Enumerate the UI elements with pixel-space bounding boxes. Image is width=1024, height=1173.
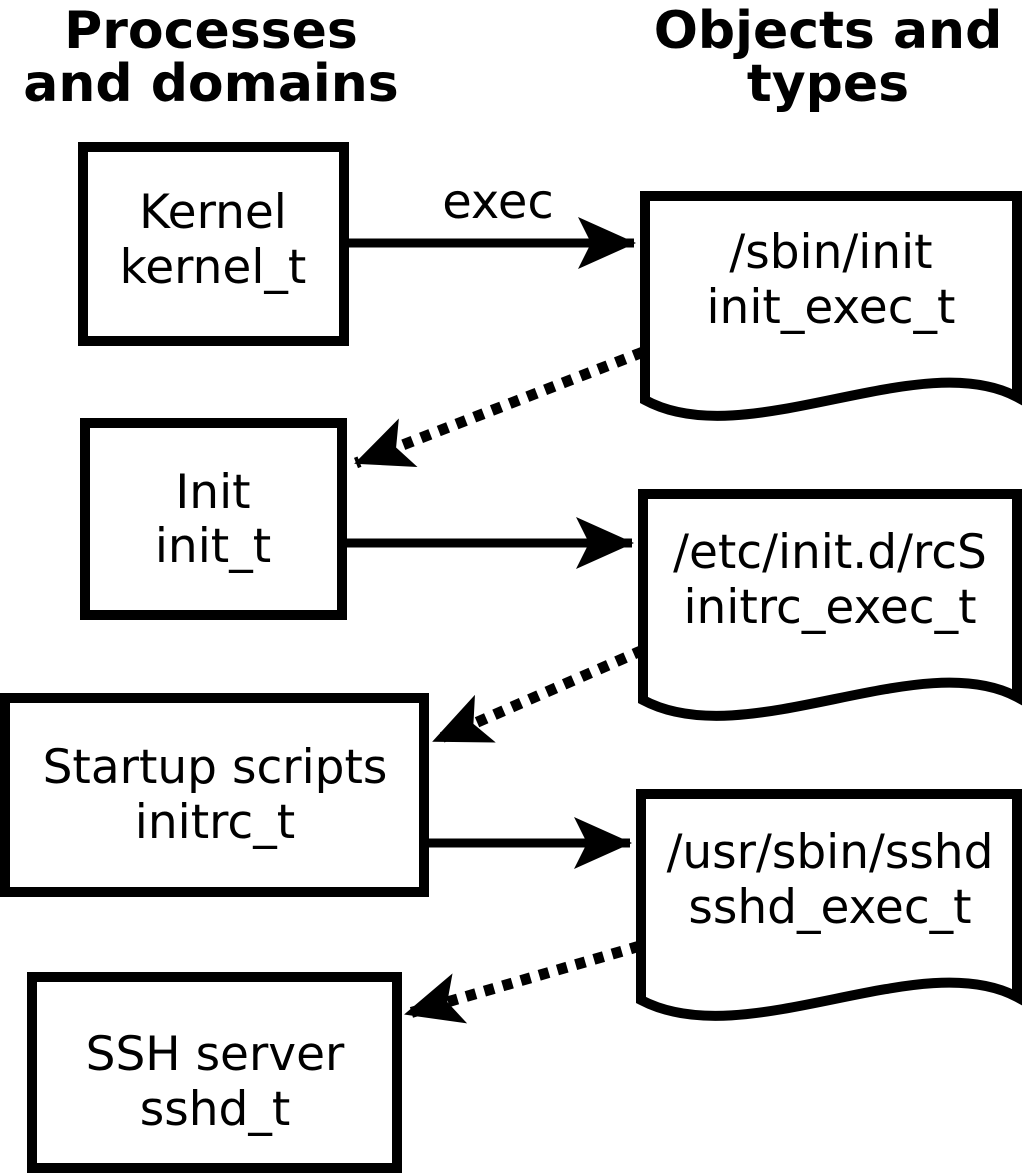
- process-box-init: [80, 418, 347, 620]
- object-node-usr-sbin-sshd: /usr/sbin/sshd sshd_exec_t: [636, 789, 1022, 1021]
- process-kernel-type: kernel_t: [120, 240, 307, 295]
- object-sbin-init-type: init_exec_t: [707, 280, 956, 335]
- header-objects-line1: Objects and: [654, 1, 1003, 61]
- column-header-objects: Objects and types: [654, 1, 1003, 114]
- header-processes-line1: Processes: [64, 1, 358, 61]
- transition-arrow-sshd-to-sshserver: [404, 940, 642, 1024]
- process-box-startup-scripts: [0, 693, 429, 897]
- header-objects-line2: types: [747, 54, 909, 114]
- object-rcs-path: /etc/init.d/rcS: [673, 525, 987, 580]
- object-sshd-path: /usr/sbin/sshd: [667, 825, 994, 880]
- object-doc-etc-init-d-rcs: [638, 489, 1022, 721]
- process-node-init: Init init_t: [80, 418, 347, 620]
- object-node-sbin-init: /sbin/init init_exec_t: [640, 191, 1022, 421]
- object-rcs-type: initrc_exec_t: [683, 580, 976, 635]
- process-box-ssh-server: [27, 972, 402, 1173]
- transition-arrow-sbin-init-to-init: [354, 346, 645, 469]
- process-box-kernel: [78, 142, 349, 346]
- process-kernel-name: Kernel: [139, 185, 287, 240]
- process-ssh-name: SSH server: [86, 1027, 345, 1082]
- object-doc-sbin-init: [640, 191, 1022, 421]
- process-node-startup-scripts: Startup scripts initrc_t: [0, 693, 429, 897]
- process-init-name: Init: [175, 465, 250, 520]
- object-sshd-type: sshd_exec_t: [688, 880, 971, 935]
- process-init-type: init_t: [155, 519, 271, 574]
- exec-arrow-label: exec: [442, 174, 554, 230]
- process-ssh-type: sshd_t: [140, 1082, 291, 1137]
- object-doc-usr-sbin-sshd: [636, 789, 1022, 1021]
- process-node-ssh-server: SSH server sshd_t: [27, 972, 402, 1173]
- object-node-etc-init-d-rcs: /etc/init.d/rcS initrc_exec_t: [638, 489, 1022, 721]
- object-sbin-init-path: /sbin/init: [729, 225, 932, 280]
- column-header-processes: Processes and domains: [23, 1, 398, 114]
- process-node-kernel: Kernel kernel_t: [78, 142, 349, 346]
- process-startup-type: initrc_t: [135, 795, 295, 850]
- process-startup-name: Startup scripts: [43, 740, 388, 795]
- transition-arrow-rcs-to-startup: [431, 644, 646, 747]
- header-processes-line2: and domains: [23, 54, 398, 114]
